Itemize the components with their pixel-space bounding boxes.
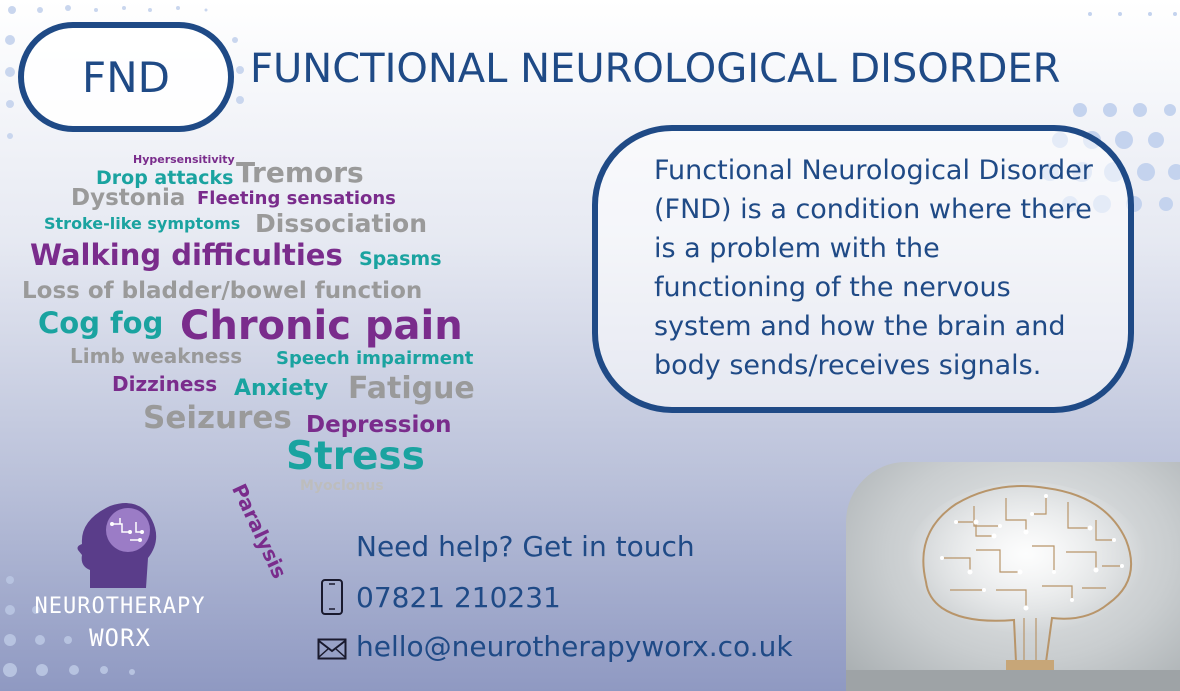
logo-line-1: NEUROTHERAPY: [34, 594, 206, 619]
word-dizziness: Dizziness: [112, 372, 218, 396]
fnd-badge: FND: [18, 22, 234, 132]
word-paralysis: Paralysis: [227, 479, 292, 583]
word-tremors: Tremors: [236, 156, 364, 189]
description-text: Functional Neurological Disorder (FND) i…: [654, 155, 1093, 381]
symptom-word-cloud: Hypersensitivity Tremors Drop attacks Dy…: [0, 0, 520, 582]
email-address[interactable]: hello@neurotherapyworx.co.uk: [356, 630, 793, 663]
logo-line-2: WORX: [89, 624, 151, 652]
word-fleeting-sensations: Fleeting sensations: [197, 188, 396, 209]
word-seizures: Seizures: [143, 400, 292, 436]
word-dystonia: Dystonia: [71, 185, 186, 211]
page-title: FUNCTIONAL NEUROLOGICAL DISORDER: [250, 46, 1061, 92]
word-myoclonus: Myoclonus: [300, 478, 384, 494]
word-hypersensitivity: Hypersensitivity: [133, 153, 235, 166]
contact-heading: Need help? Get in touch: [356, 530, 695, 563]
phone-icon: [321, 579, 343, 615]
brain-head-logo-icon: [77, 503, 157, 588]
envelope-icon: [317, 638, 347, 660]
word-chronic-pain: Chronic pain: [180, 303, 463, 349]
word-loss-of-bladder-bowel-function: Loss of bladder/bowel function: [22, 278, 423, 304]
word-depression: Depression: [306, 412, 452, 438]
word-spasms: Spasms: [359, 248, 442, 270]
word-stroke-like-symptoms: Stroke-like symptoms: [44, 214, 241, 233]
fnd-badge-text: FND: [82, 52, 170, 102]
phone-number[interactable]: 07821 210231: [356, 581, 561, 614]
word-walking-difficulties: Walking difficulties: [30, 238, 343, 272]
word-fatigue: Fatigue: [348, 371, 475, 406]
description-box: Functional Neurological Disorder (FND) i…: [592, 125, 1134, 413]
word-dissociation: Dissociation: [255, 209, 428, 238]
word-stress: Stress: [286, 434, 425, 479]
word-limb-weakness: Limb weakness: [70, 344, 243, 368]
word-cog-fog: Cog fog: [38, 306, 164, 340]
word-drop-attacks: Drop attacks: [96, 167, 234, 189]
neurotherapy-worx-logo: NEUROTHERAPY WORX: [20, 500, 220, 670]
word-anxiety: Anxiety: [234, 376, 329, 401]
word-speech-impairment: Speech impairment: [276, 348, 474, 369]
circuit-brain-image: [846, 462, 1180, 691]
